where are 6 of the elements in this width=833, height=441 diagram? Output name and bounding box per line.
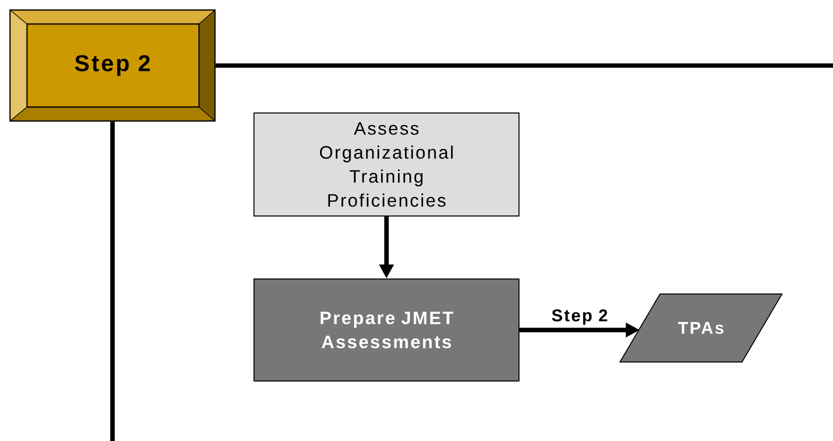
connector-line <box>216 63 833 68</box>
edge-label: Step 2 <box>552 309 608 325</box>
step-box: Step 2 <box>9 9 216 122</box>
connector-line <box>110 122 115 441</box>
process-box: Assess Organizational Training Proficiencies <box>254 112 520 216</box>
process-box: Prepare JMET Assessments <box>254 278 520 382</box>
